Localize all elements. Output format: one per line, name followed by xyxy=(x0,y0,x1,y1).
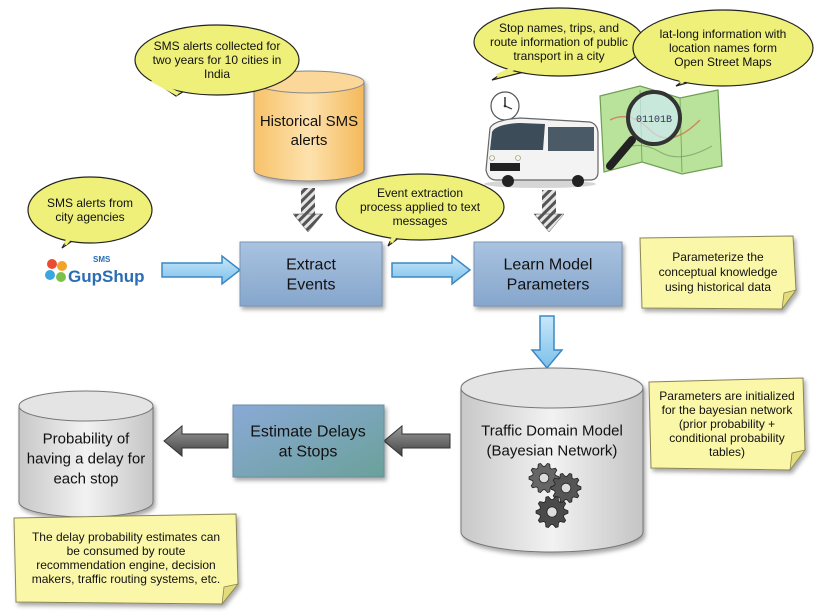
striped-arrow-bus xyxy=(533,190,565,233)
gears-icon xyxy=(528,462,582,529)
striped-arrow-historical xyxy=(292,188,324,233)
arrow-extract-to-learn xyxy=(391,254,472,286)
arrow-learn-to-model xyxy=(530,315,564,370)
bus-icon xyxy=(484,117,599,188)
clock-icon xyxy=(490,91,520,121)
gupshup-sms-text: SMS xyxy=(93,255,111,264)
arrow-logo-to-extract xyxy=(161,254,242,286)
probability-cylinder xyxy=(18,390,154,518)
gupshup-logo-text: GupShup xyxy=(68,267,144,286)
gupshup-logo: SMS GupShup xyxy=(45,255,144,286)
traffic-model-label: Traffic Domain Model(Bayesian Network) xyxy=(481,422,623,459)
magnifier-icon: 01101B xyxy=(606,90,682,170)
arrow-model-to-estimate xyxy=(383,424,451,458)
map-label-text: 01101B xyxy=(636,115,672,126)
arrow-estimate-to-probability xyxy=(163,424,229,458)
